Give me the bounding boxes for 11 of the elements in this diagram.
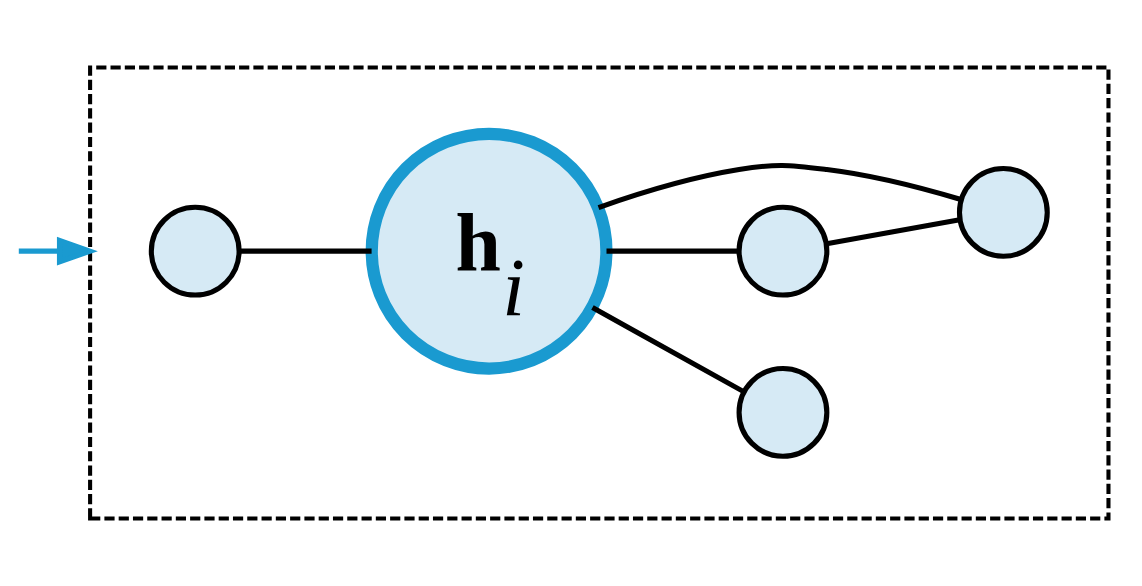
node-circle	[148, 204, 242, 298]
node-circle	[736, 365, 830, 459]
connector	[597, 162, 962, 210]
cluster	[88, 65, 1111, 521]
connector	[826, 217, 961, 247]
node-circle	[736, 204, 830, 298]
node-circle	[956, 165, 1050, 259]
connector	[591, 305, 746, 395]
arrow	[18, 236, 98, 266]
connector	[239, 248, 372, 254]
connector	[606, 248, 739, 254]
